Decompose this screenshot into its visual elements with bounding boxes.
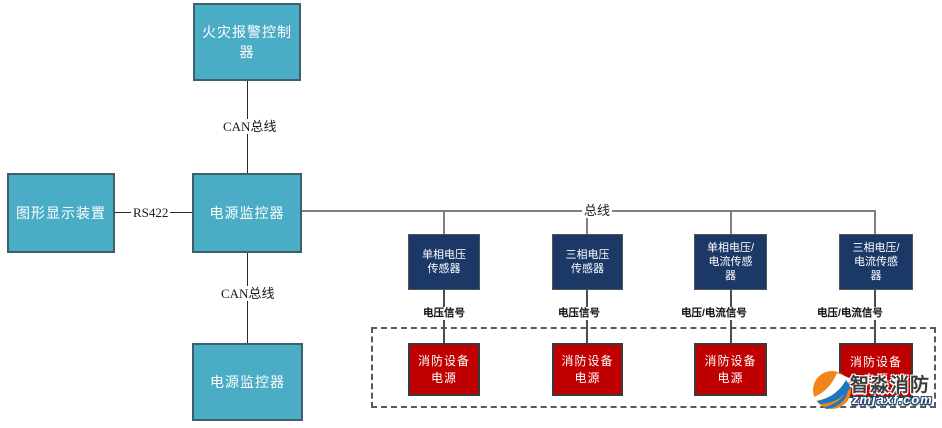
bus-label: 总线: [582, 203, 613, 218]
node-fire-equipment-power-1: 消防设备 电源: [408, 343, 480, 396]
node-three-phase-voltage-sensor: 三相电压 传感器: [552, 234, 623, 290]
brand-site: zmjaxf.com: [852, 392, 933, 407]
node-fire-alarm-controller: 火灾报警控制器: [193, 3, 301, 81]
node-power-monitor: 电源监控器: [192, 173, 302, 253]
bus-drop-line-2: [586, 210, 588, 234]
bus-drop-line-3: [730, 210, 732, 234]
node-graphic-display: 图形显示装置: [7, 173, 115, 253]
node-power-monitor-secondary: 电源监控器: [192, 343, 303, 421]
node-single-phase-voltage-current-sensor: 单相电压/ 电流传感 器: [694, 234, 767, 290]
brand-logo-icon: [813, 371, 852, 409]
bus-drop-line-1: [443, 210, 445, 234]
can-bus-bottom-label: CAN总线: [219, 286, 277, 301]
node-fire-equipment-power-4: 消防设备 电源: [839, 343, 913, 398]
node-three-phase-voltage-current-sensor: 三相电压/ 电流传感 器: [839, 234, 913, 290]
brand-name: 智淼消防: [850, 375, 931, 396]
node-fire-equipment-power-3: 消防设备 电源: [694, 343, 767, 396]
rs422-label: RS422: [131, 205, 171, 220]
watermark: 智淼消防 zmjaxf.com: [812, 369, 940, 421]
fire-equipment-group-border: [371, 327, 936, 408]
signal-label-2: 电压信号: [556, 307, 602, 320]
bus-drop-line-4: [874, 210, 876, 234]
node-single-phase-voltage-sensor: 单相电压 传感器: [408, 234, 480, 290]
signal-label-3: 电压/电流信号: [679, 307, 749, 320]
signal-label-1: 电压信号: [421, 307, 467, 320]
node-fire-equipment-power-2: 消防设备 电源: [552, 343, 623, 396]
can-bus-top-label: CAN总线: [221, 119, 279, 134]
signal-label-4: 电压/电流信号: [815, 307, 885, 320]
